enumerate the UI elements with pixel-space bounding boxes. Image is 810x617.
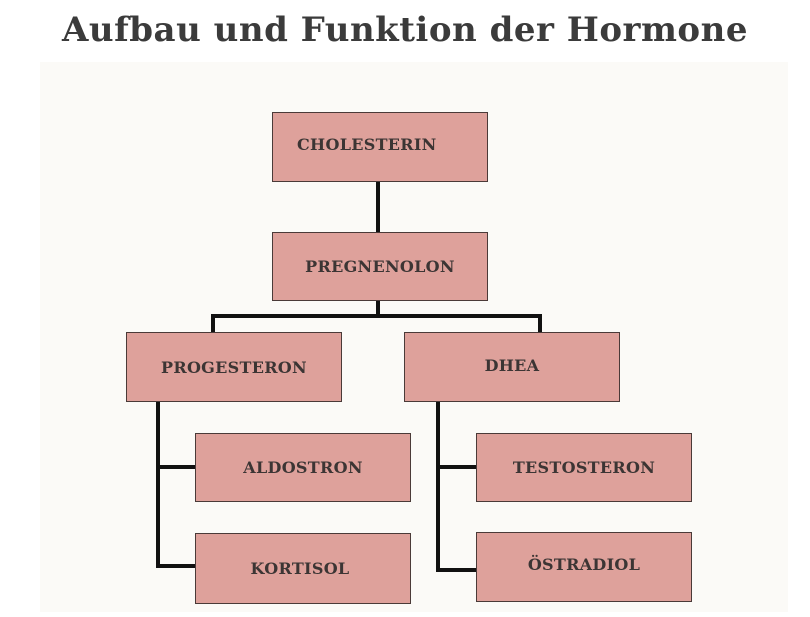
node-ostradiol: ÖSTRADIOL [476, 532, 692, 602]
node-testosteron: TESTOSTERON [476, 433, 692, 502]
node-pregnenolon: PREGNENOLON [272, 232, 488, 301]
node-progesteron: PROGESTERON [126, 332, 342, 402]
node-aldostron: ALDOSTRON [195, 433, 411, 502]
node-dhea: DHEA [404, 332, 620, 402]
node-kortisol: KORTISOL [195, 533, 411, 604]
diagram-title: Aufbau und Funktion der Hormone [62, 10, 748, 50]
node-cholesterin: CHOLESTERIN [272, 112, 488, 182]
